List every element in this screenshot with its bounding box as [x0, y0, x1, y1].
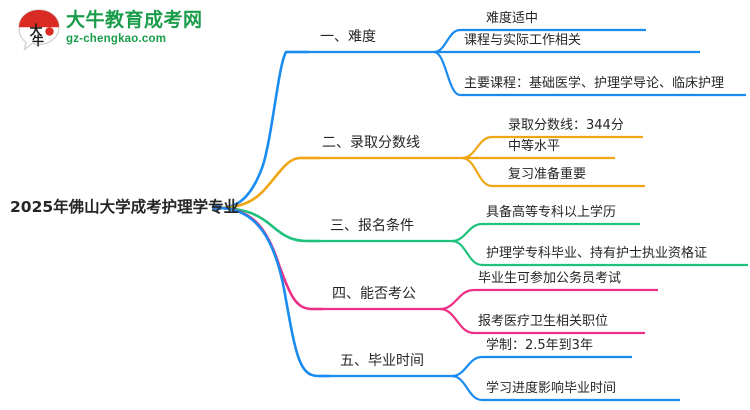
- logo-site-name: 大牛教育成考网: [66, 9, 203, 31]
- leaf-label-3-2[interactable]: 护理学专科毕业、持有护士执业资格证: [486, 246, 708, 261]
- leaf-link-3-2: [451, 239, 748, 267]
- leaf-label-1-3[interactable]: 主要课程：基础医学、护理学导论、临床护理: [464, 76, 725, 91]
- root-hub: [212, 205, 222, 210]
- leaf-label-2-3[interactable]: 复习准备重要: [508, 167, 587, 182]
- leaf-link-4-2: [439, 307, 645, 335]
- leaf-label-2-2[interactable]: 中等水平: [508, 139, 561, 154]
- leaf-label-4-2[interactable]: 报考医疗卫生相关职位: [478, 314, 609, 329]
- leaf-label-2-1[interactable]: 录取分数线：344分: [508, 118, 624, 133]
- branch-curve-1: [216, 50, 310, 210]
- leaf-link-4-1: [439, 288, 658, 311]
- branch-curve-5: [216, 206, 332, 378]
- leaf-label-1-1[interactable]: 难度适中: [486, 11, 539, 26]
- branch-curve-2: [216, 156, 322, 210]
- branch-label-4[interactable]: 四、能否考公: [332, 286, 416, 302]
- leaf-label-3-1[interactable]: 具备高等专科以上学历: [486, 205, 617, 220]
- branch-label-2[interactable]: 二、录取分数线: [322, 135, 420, 151]
- leaf-label-4-1[interactable]: 毕业生可参加公务员考试: [478, 271, 622, 286]
- leaf-link-3-1: [451, 222, 640, 243]
- mindmap-root-title: 2025年佛山大学成考护理学专业: [10, 198, 240, 216]
- leaf-link-5-1: [451, 355, 632, 378]
- leaf-link-1-3: [433, 50, 746, 97]
- svg-text:牛: 牛: [32, 33, 44, 48]
- branch-connector-5: [216, 206, 680, 402]
- leaf-link-2-3: [461, 156, 645, 188]
- leaf-label-5-1[interactable]: 学制：2.5年到3年: [486, 338, 593, 353]
- site-logo[interactable]: 大 牛 大牛教育成考网 gz-chengkao.com: [16, 6, 206, 58]
- leaf-label-1-2[interactable]: 课程与实际工作相关: [464, 33, 582, 48]
- logo-site-url: gz-chengkao.com: [66, 33, 167, 45]
- branch-label-5[interactable]: 五、毕业时间: [340, 353, 424, 369]
- logo-text-block: 大牛教育成考网 gz-chengkao.com: [66, 8, 206, 47]
- leaf-label-5-2[interactable]: 学习进度影响毕业时间: [486, 381, 617, 396]
- branch-label-1[interactable]: 一、难度: [320, 29, 376, 45]
- branch-connector-3: [216, 206, 748, 267]
- svg-text:大: 大: [29, 23, 42, 39]
- branch-connector-1: [216, 28, 746, 210]
- branch-connector-2: [216, 135, 645, 210]
- leaf-link-5-2: [451, 374, 680, 402]
- branch-label-3[interactable]: 三、报名条件: [330, 218, 414, 234]
- logo-mark-icon: 大 牛: [18, 9, 60, 52]
- branch-curve-3: [216, 206, 322, 243]
